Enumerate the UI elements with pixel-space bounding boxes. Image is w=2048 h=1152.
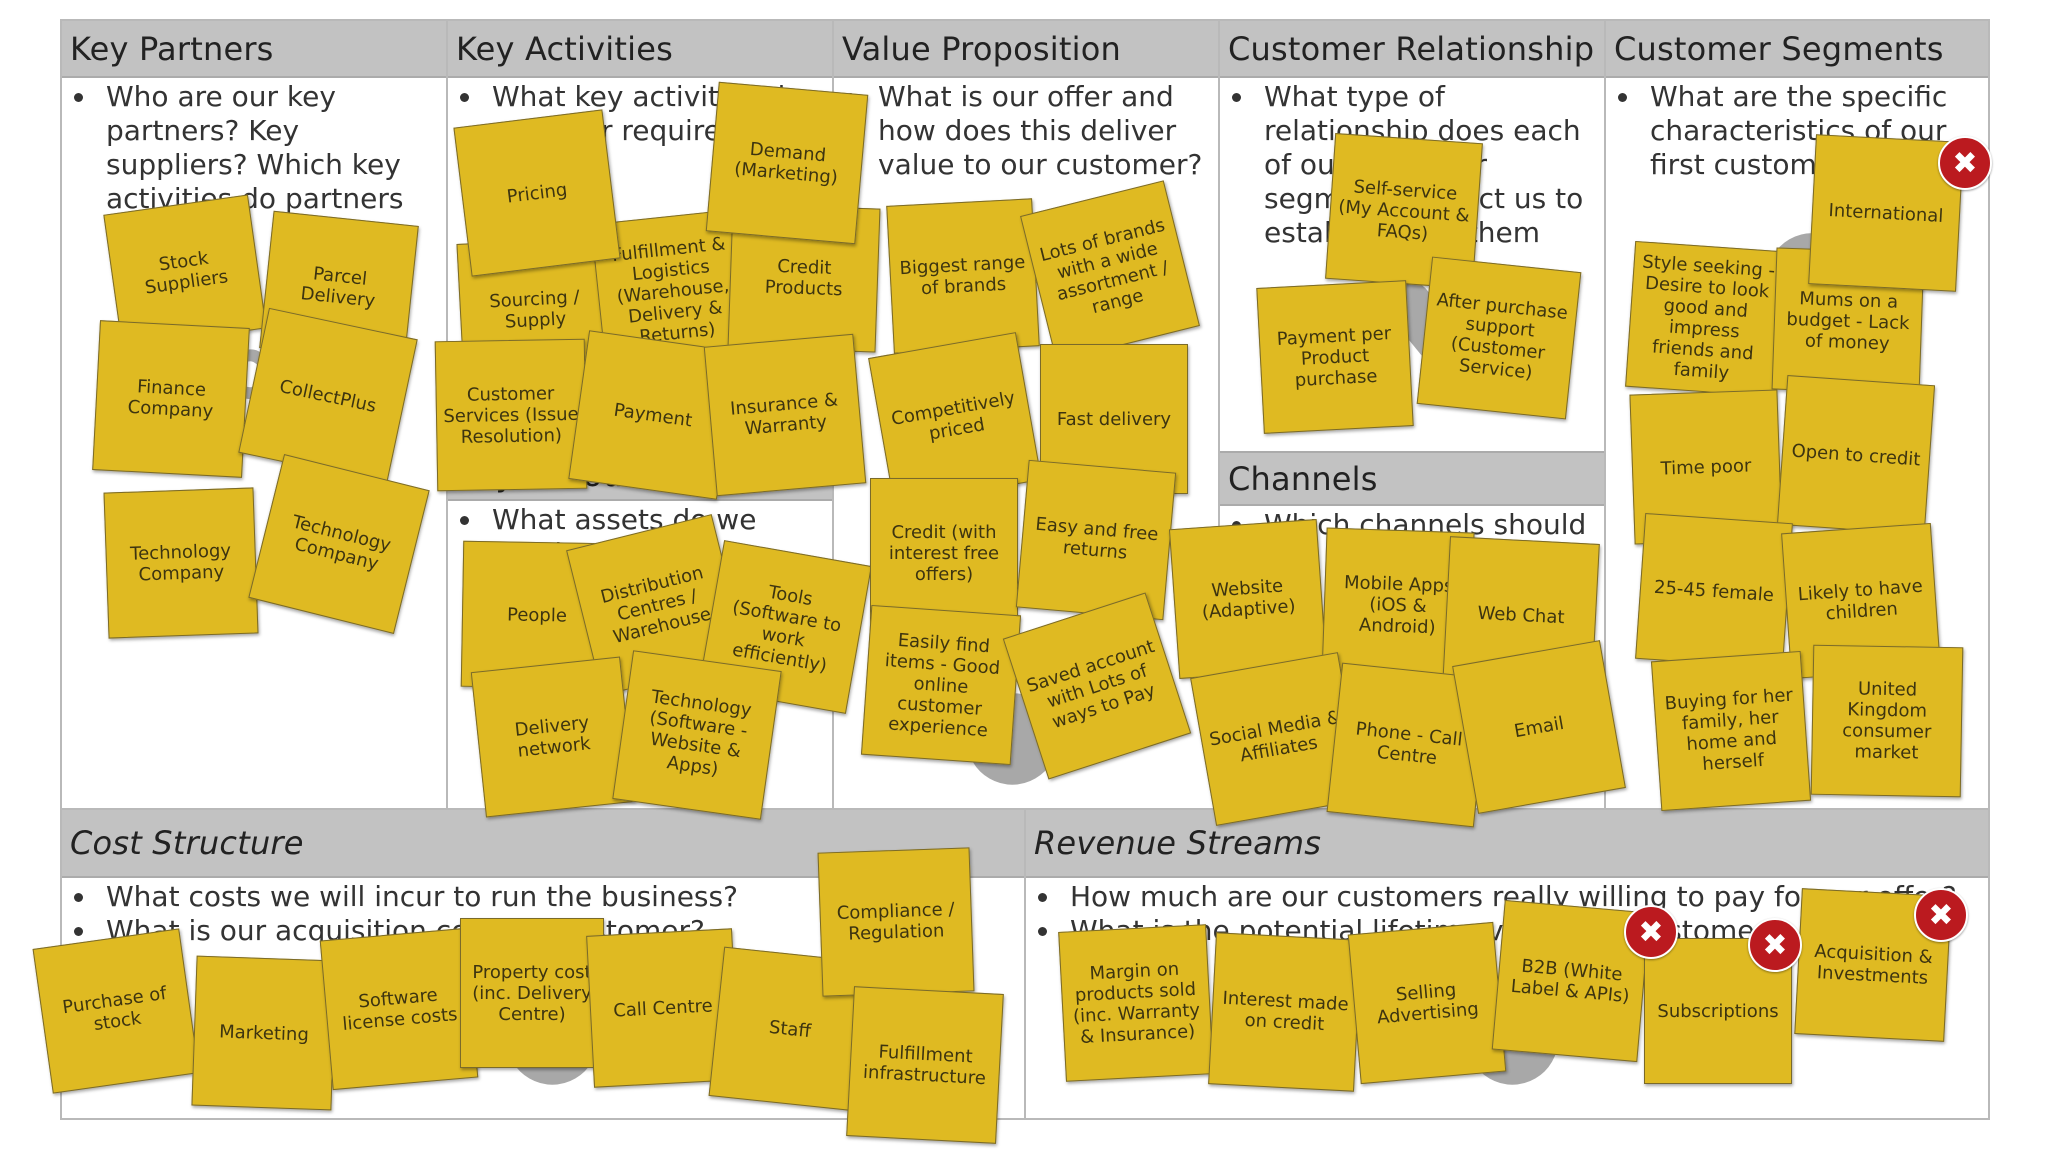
sticky-note[interactable]: Compliance / Regulation (817, 847, 975, 997)
sticky-note[interactable]: Margin on products sold (inc. Warranty &… (1058, 924, 1214, 1082)
sticky-note[interactable]: Payment per Product purchase (1256, 280, 1414, 434)
sticky-note[interactable]: Selling Advertising (1347, 921, 1507, 1085)
sticky-note[interactable]: Technology Company (103, 487, 259, 639)
sticky-note[interactable]: Buying for her family, her home and hers… (1650, 650, 1812, 812)
sticky-note[interactable]: Email (1452, 640, 1626, 814)
section-title: Customer Relationship (1220, 21, 1604, 78)
sticky-note[interactable]: Purchase of stock (32, 928, 200, 1094)
sticky-note[interactable]: Finance Company (92, 320, 250, 478)
close-circle-icon[interactable]: ✖ (1624, 905, 1678, 959)
sticky-note[interactable]: Credit (with interest free offers) (870, 478, 1018, 628)
sticky-note[interactable]: Open to credit (1776, 375, 1936, 535)
section-title: Revenue Streams (1026, 810, 1988, 878)
sticky-note[interactable]: Customer Services (Issue Resolution) (434, 338, 588, 492)
close-circle-icon[interactable]: ✖ (1914, 888, 1968, 942)
sticky-note[interactable]: Insurance & Warranty (703, 333, 867, 497)
sticky-note[interactable]: Pricing (453, 109, 621, 277)
question: What costs we will incur to run the busi… (98, 880, 1016, 914)
sticky-note[interactable]: Website (Adaptive) (1168, 519, 1328, 679)
sticky-note[interactable]: Demand (Marketing) (705, 81, 869, 245)
sticky-note[interactable]: Style seeking - Desire to look good and … (1625, 240, 1785, 398)
section-title: Key Partners (62, 21, 446, 78)
sticky-note[interactable]: United Kingdom consumer market (1810, 644, 1964, 798)
close-circle-icon[interactable]: ✖ (1938, 136, 1992, 190)
sticky-note[interactable]: 25-45 female (1635, 513, 1793, 669)
close-circle-icon[interactable]: ✖ (1748, 918, 1802, 972)
question: What is our offer and how does this deli… (870, 80, 1210, 182)
section-title: Value Proposition (834, 21, 1218, 78)
sticky-note[interactable]: Software license costs (319, 927, 479, 1091)
sticky-note[interactable]: Delivery network (470, 656, 636, 818)
section-title: Channels (1220, 451, 1604, 506)
section-title: Customer Segments (1606, 21, 1988, 78)
sticky-note[interactable]: CollectPlus (238, 307, 418, 485)
sticky-note[interactable]: Fulfillment infrastructure (846, 986, 1004, 1144)
section-questions: What is our offer and how does this deli… (834, 78, 1218, 182)
section-title: Key Activities (448, 21, 832, 78)
sticky-note[interactable]: Technology (Software - Website & Apps) (612, 650, 782, 820)
sticky-note[interactable]: Marketing (191, 955, 337, 1111)
sticky-note[interactable]: Easily find items - Good online customer… (860, 604, 1022, 766)
sticky-note[interactable]: After purchase support (Customer Service… (1416, 256, 1582, 420)
sticky-note[interactable]: Interest made on credit (1208, 932, 1362, 1092)
sticky-note[interactable]: Easy and free returns (1015, 459, 1177, 621)
sticky-note[interactable]: Biggest range of brands (886, 198, 1040, 354)
sticky-note[interactable]: Property cost (inc. Delivery Centre) (460, 918, 604, 1068)
